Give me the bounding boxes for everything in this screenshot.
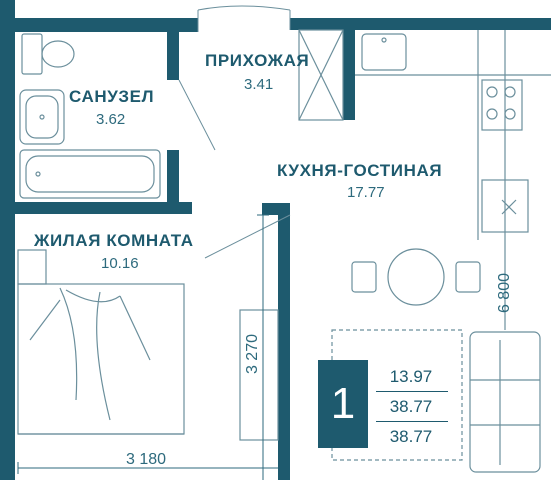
entrance-door: [197, 5, 291, 32]
toilet-bowl: [41, 40, 75, 68]
bed: [17, 283, 185, 435]
toilet-tank: [21, 33, 43, 75]
kitchen-living-name: КУХНЯ-ГОСТИНАЯ: [277, 161, 443, 180]
kitchen-fixtures: [355, 30, 551, 330]
rooms-count-badge: 1: [318, 360, 368, 448]
wall-bed-kitchen: [278, 203, 290, 480]
door-swings: [178, 79, 291, 259]
sink: [19, 89, 65, 145]
dining-table: [387, 248, 445, 306]
bathroom-area: 3.62: [96, 111, 126, 128]
summary-divider: [376, 391, 448, 392]
wall-bed-kitchen-stub: [262, 203, 290, 215]
bathroom-fixtures: [19, 33, 161, 199]
wall-top-right: [290, 18, 551, 30]
wall-left-outer: [0, 0, 15, 480]
nightstand: [17, 249, 47, 285]
bedroom-furniture: [17, 249, 279, 441]
kitchen-height-dim: 6 800: [496, 272, 513, 314]
wardrobe: [298, 29, 344, 121]
kitchen-living-area: 17.77: [347, 184, 385, 201]
dining-set: [351, 248, 481, 306]
bathroom-name: САНУЗЕЛ: [69, 87, 155, 106]
apartment-summary: 1 13.97 38.77 38.77: [318, 360, 448, 448]
sofa: [469, 331, 541, 473]
kitchen-sink: [361, 33, 407, 71]
wall-bath-bottom: [0, 202, 192, 214]
bedroom-name: ЖИЛАЯ КОМНАТА: [34, 231, 194, 250]
bedroom-area: 10.16: [101, 255, 139, 272]
hallway-area: 3.41: [244, 76, 274, 93]
summary-divider: [376, 421, 448, 422]
stove: [481, 79, 523, 131]
total-area-balcony-value: 38.77: [389, 426, 433, 446]
wall-bath-hall-upper: [167, 18, 179, 80]
chair-left: [351, 261, 377, 293]
wall-hall-kitchen: [343, 30, 355, 120]
bedroom-height-dim: 3 270: [244, 333, 261, 375]
wardrobe-bedroom: [239, 309, 279, 441]
wall-top-left: [0, 18, 198, 32]
dimension-lines: [17, 214, 278, 480]
wall-bath-hall-lower: [167, 150, 179, 210]
chair-right: [455, 261, 481, 293]
bedroom-width-dim: 3 180: [126, 451, 167, 468]
living-area-value: 13.97: [389, 366, 433, 386]
total-area-value: 38.77: [389, 396, 433, 416]
bathtub: [19, 149, 161, 199]
hallway-name: ПРИХОЖАЯ: [205, 51, 310, 70]
